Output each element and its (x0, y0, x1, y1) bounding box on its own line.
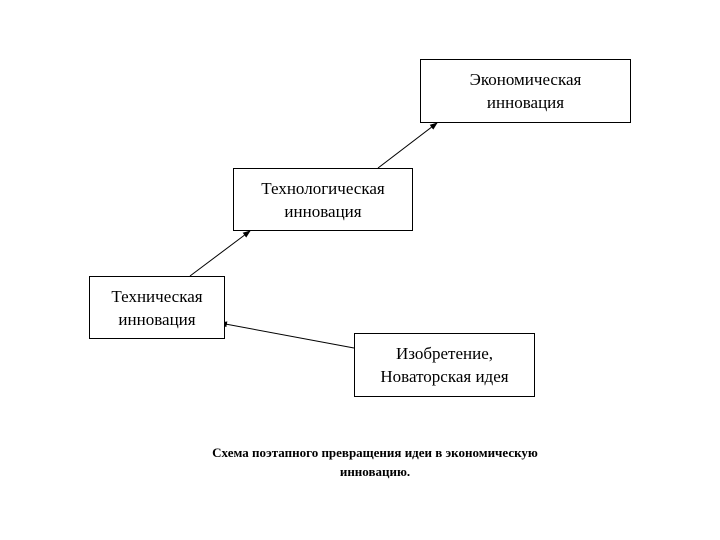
caption-line2: инновацию. (339, 464, 411, 479)
technical-innovation-box: Техническая инновация (89, 276, 225, 339)
invention-box-line1: Изобретение, (395, 344, 494, 363)
technological-box-line2: инновация (284, 201, 362, 221)
technical-box-line2: инновация (118, 309, 196, 329)
economic-innovation-box: Экономическая инновация (420, 59, 631, 123)
arrow-invention-to-technical (219, 321, 355, 349)
invention-box-line2: Новаторская идея (380, 367, 509, 386)
invention-idea-box: Изобретение, Новаторская идея (354, 333, 535, 397)
diagram-caption: Схема поэтапного превращения идеи в экон… (150, 443, 600, 481)
caption-line1: Схема поэтапного превращения идеи в экон… (212, 445, 538, 460)
technological-box-line1: Технологическая (261, 178, 385, 198)
economic-box-line1: Экономическая (469, 70, 582, 89)
economic-box-line2: инновация (486, 93, 565, 112)
technical-box-line1: Техническая (111, 286, 203, 306)
arrow-technological-to-economic (377, 122, 438, 169)
technological-innovation-box: Технологическая инновация (233, 168, 413, 231)
arrow-technical-to-technological (189, 230, 251, 277)
